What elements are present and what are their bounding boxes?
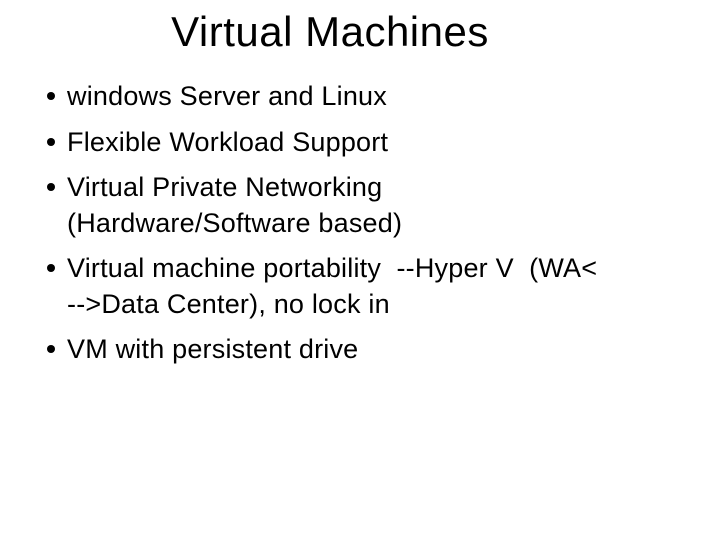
- bullet-item: Flexible Workload Support: [47, 125, 707, 161]
- bullet-dot-icon: [47, 264, 55, 272]
- bullet-dot-icon: [47, 137, 55, 146]
- bullet-item: windows Server and Linux: [47, 79, 707, 115]
- bullet-text: Virtual Private Networking (Hardware/Sof…: [67, 172, 403, 238]
- bullet-text: Virtual machine portability --Hyper V (W…: [67, 253, 598, 319]
- bullet-dot-icon: [47, 183, 55, 191]
- bullet-list: windows Server and Linux Flexible Worklo…: [47, 79, 707, 368]
- bullet-text: windows Server and Linux: [67, 81, 387, 111]
- bullet-item: VM with persistent drive: [47, 332, 707, 368]
- bullet-item: Virtual machine portability --Hyper V (W…: [47, 251, 707, 322]
- bullet-dot-icon: [47, 92, 55, 100]
- bullet-text: Flexible Workload Support: [67, 126, 389, 157]
- slide-title: Virtual Machines: [171, 8, 489, 55]
- bullet-item: Virtual Private Networking (Hardware/Sof…: [47, 170, 707, 241]
- bullet-dot-icon: [47, 345, 55, 353]
- bullet-text: VM with persistent drive: [67, 334, 359, 364]
